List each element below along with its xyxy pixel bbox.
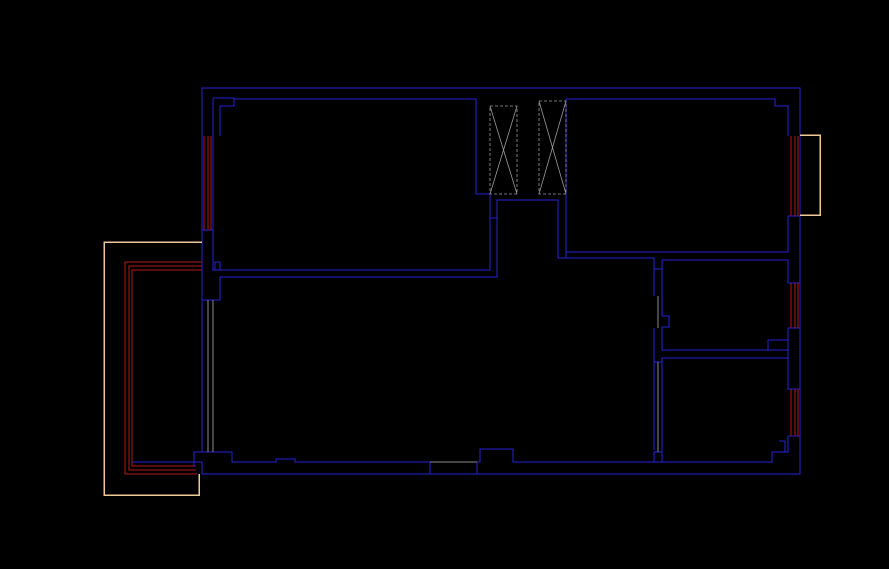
exterior-wall [193, 87, 801, 475]
balcony-enclosure [103, 241, 202, 496]
window-west [203, 136, 212, 230]
shaft-left [489, 105, 518, 195]
window-east-lower [790, 389, 799, 436]
shaft-right [538, 100, 567, 195]
window-east-middle [790, 283, 799, 328]
interior-partitions [193, 99, 800, 474]
window-east-upper [790, 136, 799, 216]
glazing-west-living [207, 300, 214, 452]
balcony-bay-east [800, 134, 821, 216]
